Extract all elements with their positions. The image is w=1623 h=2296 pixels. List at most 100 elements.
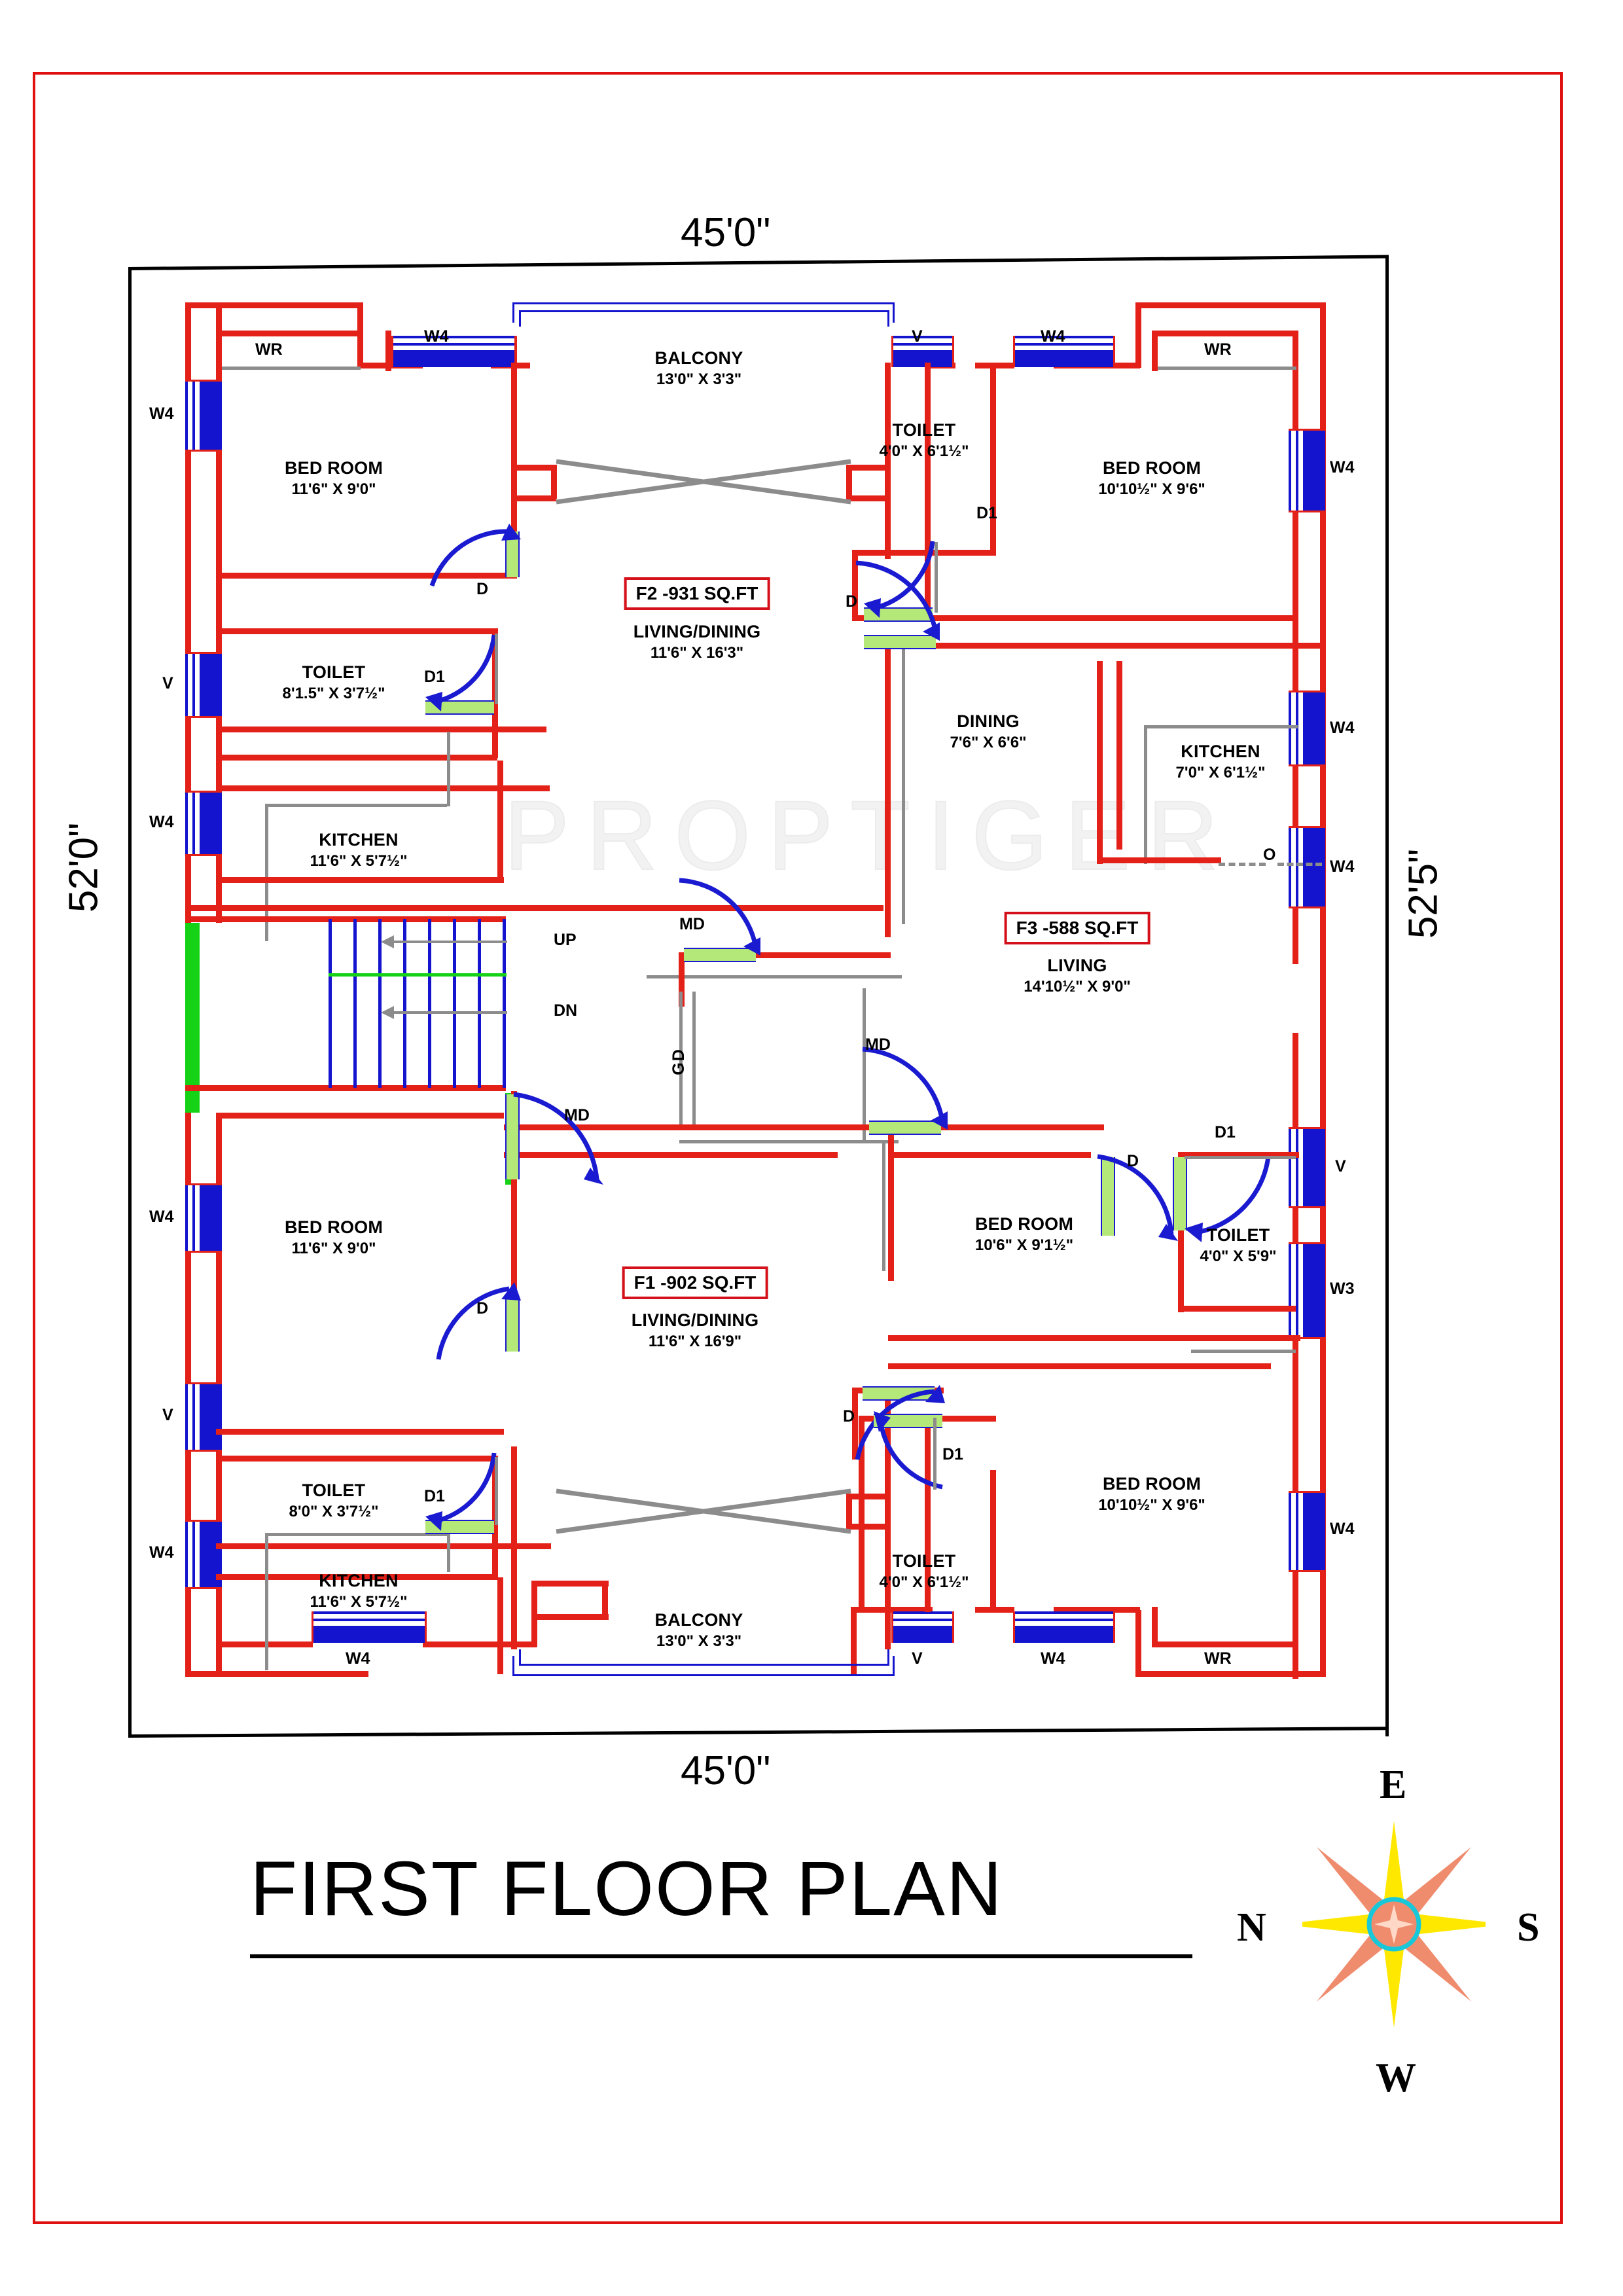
exterior-wall-bottom-seg11 (851, 1607, 933, 1613)
room-bed-bl: BED ROOM 11'6" X 9'0" (285, 1217, 383, 1258)
lobby-wall-bottom2 (504, 1152, 838, 1158)
site-outline-right (1385, 255, 1389, 1736)
kitchen-tl-counter-h (265, 804, 447, 807)
window-w4-right-2 (1289, 691, 1325, 766)
bedroom-mr-wall-top (888, 1152, 1091, 1158)
door-swing-bed-br (855, 1385, 945, 1460)
room-name: BALCONY (654, 1610, 743, 1630)
room-name: BALCONY (654, 348, 743, 368)
door-leaf-bed-mr (1101, 1157, 1115, 1236)
exterior-wall-bottom-left (185, 1671, 368, 1677)
kitchen-tl-wall-bottom2 (185, 905, 506, 911)
exterior-wall-bottom-seg5 (531, 1581, 609, 1587)
exterior-wall-left-inner3 (216, 713, 222, 792)
dining-ceiling-line (902, 643, 905, 924)
exterior-wall-left-inner5 (216, 1113, 222, 1185)
kitchen-tl-counter-v (265, 804, 268, 941)
door-swing-toilet-mr (1185, 1156, 1271, 1242)
toilet-tl-wall-bottom (216, 755, 497, 761)
label-w4-left-1: W4 (149, 404, 174, 423)
room-dim: 4'0" X 5'9" (1200, 1247, 1277, 1265)
door-leaf-toilet-tm (864, 607, 933, 622)
exterior-wall-right-inner (1293, 331, 1298, 432)
dimension-left: 52'0" (61, 822, 107, 913)
room-dim: 13'0" X 3'3" (656, 1632, 742, 1650)
stair-tread (353, 919, 357, 1088)
exterior-wall-left-inner4 (216, 851, 222, 923)
label-d1-toilet-mr: D1 (1215, 1123, 1236, 1141)
room-dim: 14'10½" X 9'0" (1024, 978, 1131, 996)
label-v-left-1: V (162, 674, 173, 692)
label-w4-top-1: W4 (424, 327, 449, 346)
window-v-right-1 (1289, 1127, 1325, 1208)
kitchen-tr-sink-dash (1219, 863, 1266, 866)
stair-tread (478, 919, 481, 1088)
label-md-stair: MD (564, 1106, 590, 1124)
label-dn: DN (554, 1001, 578, 1020)
label-w4-left-4: W4 (149, 1543, 174, 1562)
door-leaf-bed-bl (505, 1299, 520, 1352)
lobby-line-top (647, 975, 902, 978)
room-dim: 10'10½" X 9'6" (1098, 1496, 1205, 1514)
window-w4-right-3 (1289, 826, 1325, 908)
exterior-wall-top-right (1135, 302, 1325, 308)
exterior-wall-right-inner8 (1293, 1564, 1298, 1679)
bedroom-tr-wall-bottom2 (885, 643, 1323, 649)
balcony-bot-sill-right2 (846, 1494, 852, 1528)
door-swing-bed-mr (1097, 1154, 1178, 1241)
room-name: LIVING (1047, 956, 1107, 975)
kitchen-bl-counter-v (265, 1533, 268, 1670)
window-w3-right-1 (1289, 1242, 1325, 1339)
room-kitchen-tl: KITCHEN 11'6" X 5'7½" (310, 830, 408, 870)
door-line-d1-tl (495, 634, 498, 704)
kitchen-tl-wall-right (497, 761, 503, 882)
exterior-wall-right (1320, 302, 1326, 1677)
door-swing-bed-tr (855, 560, 940, 641)
wr-jamb-left (357, 302, 363, 368)
dining-wall-right (1097, 661, 1103, 864)
window-w4-right-4 (1289, 1491, 1325, 1572)
lobby-wall-top (504, 905, 883, 911)
bedroom-br-wall-left (925, 1416, 931, 1612)
exterior-wall-bottom-seg6 (602, 1581, 608, 1619)
window-v-left-2 (185, 1382, 222, 1452)
room-name: DINING (957, 711, 1020, 731)
bedroom-bl-wall-bottom (216, 1429, 504, 1435)
label-d1-toilet-tm: D1 (976, 504, 997, 522)
label-wr-top-left: WR (255, 340, 283, 359)
door-leaf-toilet-tl (425, 700, 494, 715)
kitchen-bl-counter-h (265, 1533, 447, 1536)
exterior-wall-bottom-seg8 (1152, 1641, 1297, 1647)
kitchen-tr-wall-bottom (1097, 857, 1221, 863)
door-swing-toilet-bm (874, 1411, 943, 1490)
balcony-top-x-mark (556, 459, 851, 505)
balcony-bot-wall-left (511, 1446, 517, 1649)
lobby-gd-line2 (692, 992, 696, 1126)
room-kitchen-tr: KITCHEN 7'0" X 6'1½" (1176, 742, 1266, 782)
label-w3-right-1: W3 (1330, 1280, 1355, 1298)
room-name: TOILET (302, 1480, 366, 1500)
bedroom-mr-wall-bottom (888, 1335, 1300, 1341)
stair-up-arrow-head (381, 935, 394, 948)
door-swing-bed-bl (436, 1282, 521, 1360)
exterior-wall-right-inner3 (1293, 759, 1298, 831)
window-v-left-1 (185, 652, 222, 718)
toilet-mr-wall-left (1178, 1158, 1184, 1312)
stair-tread (329, 919, 332, 1088)
label-w4-bottom-2: W4 (1041, 1649, 1065, 1668)
room-livdin-f1: LIVING/DINING 11'6" X 16'9" (632, 1310, 759, 1351)
door-swing-md-right (862, 1047, 948, 1130)
door-swing-toilet-tl (425, 634, 497, 711)
label-w4-top-2: W4 (1041, 327, 1065, 346)
bedroom-mr-wall-bottom2 (888, 1363, 1271, 1369)
watermark: PROPTIGER (503, 780, 1236, 891)
dining-wall-left (885, 643, 891, 937)
sheet-border (33, 72, 1563, 2224)
room-dining-f3: DINING 7'6" X 6'6" (950, 711, 1027, 752)
label-v-bottom-1: V (912, 1649, 923, 1668)
room-bed-mr: BED ROOM 10'6" X 9'1½" (975, 1214, 1073, 1255)
lobby-wall-bottom-v2 (888, 1130, 894, 1281)
toilet-bm-wall-left (852, 1388, 858, 1460)
exterior-wall-right-inner4 (1293, 900, 1298, 964)
bedroom-bl-wall-top (216, 1113, 504, 1119)
